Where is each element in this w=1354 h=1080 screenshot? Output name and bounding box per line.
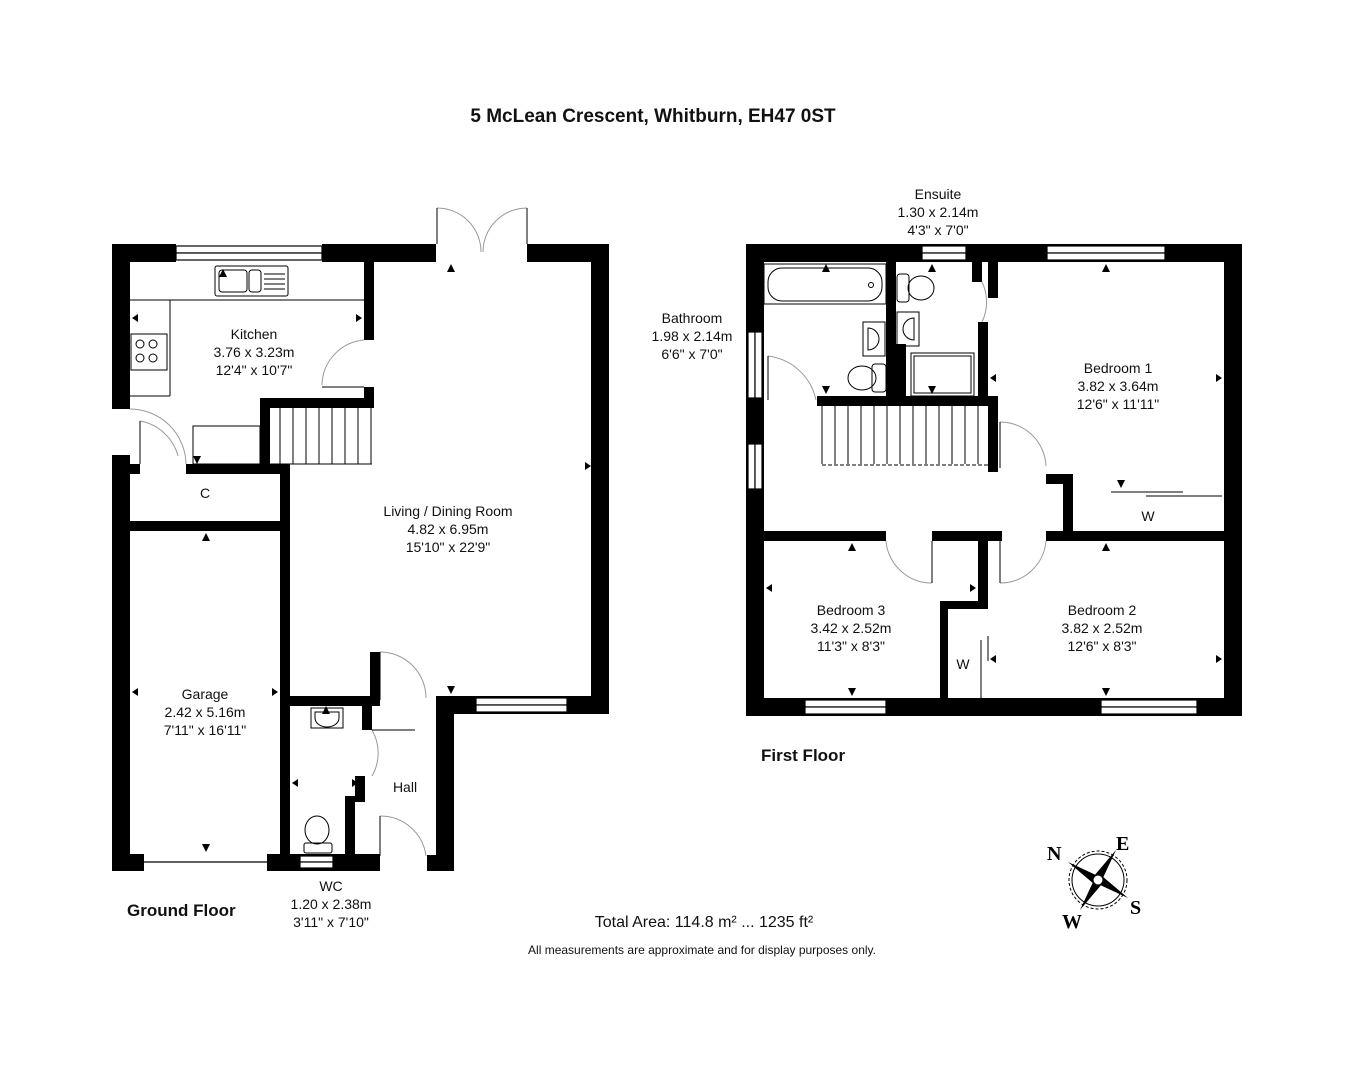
room-label-bedroom-1: Bedroom 1 3.82 x 3.64m 12'6" x 11'11"	[1077, 359, 1160, 413]
room-name: WC	[319, 878, 343, 894]
room-metric: 3.82 x 3.64m	[1077, 378, 1159, 394]
room-label-bathroom: Bathroom 1.98 x 2.14m 6'6" x 7'0"	[652, 309, 733, 363]
room-name: W	[956, 656, 970, 672]
room-imperial: 12'6" x 11'11"	[1076, 396, 1160, 412]
page-title: 5 McLean Crescent, Whitburn, EH47 0ST	[470, 106, 836, 127]
room-name: Bedroom 1	[1083, 360, 1153, 376]
room-label-wc: WC 1.20 x 2.38m 3'11" x 7'10"	[291, 877, 372, 931]
compass-n: N	[1047, 843, 1062, 865]
room-metric: 4.82 x 6.95m	[407, 521, 489, 537]
room-metric: 2.42 x 5.16m	[164, 704, 246, 720]
room-name: Kitchen	[230, 326, 278, 342]
room-imperial: 3'11" x 7'10"	[293, 914, 369, 930]
room-label-bedroom-3: Bedroom 3 3.42 x 2.52m 11'3" x 8'3"	[811, 601, 892, 655]
compass-e: E	[1116, 833, 1129, 855]
compass-s: S	[1130, 897, 1141, 919]
room-name: Bedroom 3	[816, 602, 886, 618]
ground-floor-fixtures	[130, 265, 372, 854]
room-metric: 3.42 x 2.52m	[810, 620, 892, 636]
wardrobe-label-bedroom-1: W	[1141, 507, 1154, 525]
floor-label-first: First Floor	[761, 746, 846, 765]
room-label-ensuite: Ensuite 1.30 x 2.14m 4'3" x 7'0"	[898, 185, 979, 239]
room-imperial: 4'3" x 7'0"	[907, 222, 969, 238]
ground-floor-windows	[144, 245, 568, 869]
room-label-cupboard: C	[200, 484, 210, 502]
first-floor-fixtures	[763, 263, 1222, 698]
room-label-hall: Hall	[393, 778, 417, 796]
room-name: Bathroom	[661, 310, 723, 326]
room-imperial: 12'6" x 8'3"	[1067, 638, 1137, 654]
room-name: Garage	[181, 686, 229, 702]
room-name: Ensuite	[914, 186, 962, 202]
room-metric: 1.30 x 2.14m	[897, 204, 979, 220]
room-name: Bedroom 2	[1067, 602, 1137, 618]
room-name: C	[199, 485, 211, 501]
compass-w: W	[1062, 911, 1082, 933]
room-label-living-dining: Living / Dining Room 4.82 x 6.95m 15'10"…	[383, 502, 512, 556]
room-metric: 1.20 x 2.38m	[290, 896, 372, 912]
room-imperial: 15'10" x 22'9"	[405, 539, 491, 555]
ground-floor-doors	[129, 207, 528, 857]
room-metric: 1.98 x 2.14m	[651, 328, 733, 344]
total-area: Total Area: 114.8 m² ... 1235 ft²	[594, 914, 814, 931]
room-imperial: 11'3" x 8'3"	[817, 638, 885, 654]
room-imperial: 7'11" x 16'11"	[163, 722, 247, 738]
floor-label-ground: Ground Floor	[127, 901, 236, 920]
ground-floor-walls	[112, 244, 609, 871]
room-label-kitchen: Kitchen 3.76 x 3.23m 12'4" x 10'7"	[214, 325, 295, 379]
first-floor-doors	[767, 281, 1047, 584]
wardrobe-label-bedroom-3: W	[956, 655, 969, 673]
room-label-garage: Garage 2.42 x 5.16m 7'11" x 16'11"	[164, 685, 247, 739]
room-imperial: 12'4" x 10'7"	[215, 362, 293, 378]
room-name: W	[1141, 508, 1155, 524]
room-name: Living / Dining Room	[383, 503, 513, 519]
room-name: Hall	[392, 779, 418, 795]
room-metric: 3.82 x 2.52m	[1061, 620, 1143, 636]
disclaimer: All measurements are approximate and for…	[528, 943, 876, 957]
first-floor-windows	[747, 245, 1198, 715]
room-metric: 3.76 x 3.23m	[213, 344, 295, 360]
room-label-bedroom-2: Bedroom 2 3.82 x 2.52m 12'6" x 8'3"	[1062, 601, 1143, 655]
compass-rose-icon: N E S W	[1047, 833, 1141, 933]
dimension-arrows	[132, 264, 1222, 852]
room-imperial: 6'6" x 7'0"	[661, 346, 723, 362]
